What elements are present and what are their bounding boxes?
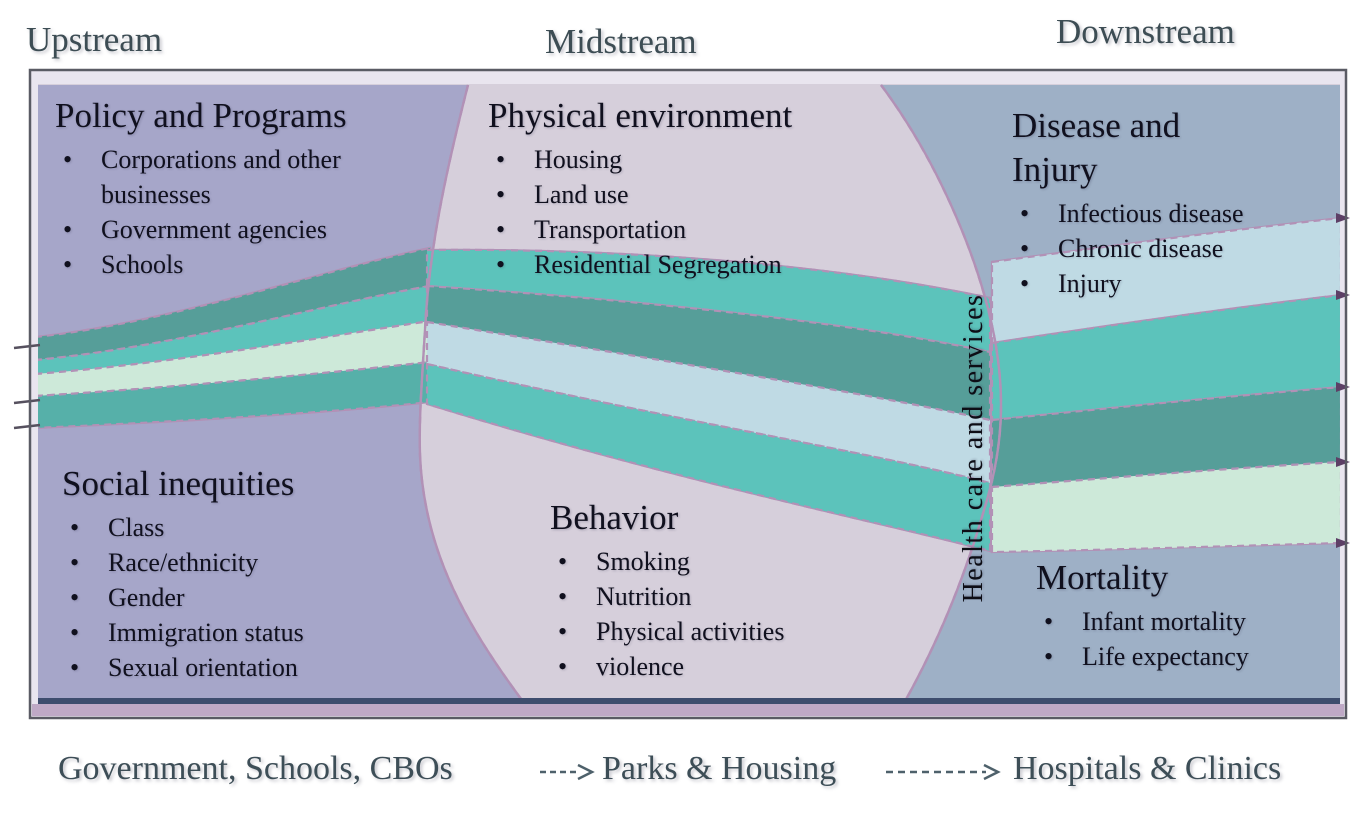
list-item: Chronic disease — [1012, 231, 1322, 266]
panel-list: Infant mortality Life expectancy — [1036, 604, 1346, 674]
frame-border — [28, 68, 1348, 720]
panel-policy-and-programs: Policy and Programs Corporations and oth… — [55, 94, 437, 282]
flow-arrowhead — [1336, 457, 1350, 467]
list-item: Smoking — [550, 544, 932, 579]
panel-social-inequities: Social inequities Class Race/ethnicity G… — [62, 462, 444, 685]
list-item: Nutrition — [550, 579, 932, 614]
list-item: Infant mortality — [1036, 604, 1346, 639]
list-item: Land use — [488, 177, 888, 212]
panel-physical-environment: Physical environment Housing Land use Tr… — [488, 94, 888, 282]
list-item: Government agencies — [55, 212, 437, 247]
list-item: Injury — [1012, 266, 1322, 301]
panel-disease-and-injury: Disease and Injury Infectious disease Ch… — [1012, 104, 1322, 301]
panel-title: Social inequities — [62, 464, 295, 503]
health-care-services-label: Health care and services — [958, 293, 989, 603]
list-item: Gender — [62, 580, 444, 615]
flow-arrowhead — [1336, 538, 1350, 548]
frame-navy-strip — [38, 698, 1340, 704]
column-label-upstream: Upstream — [26, 20, 163, 59]
flow-arrowhead — [1336, 213, 1350, 223]
panel-list: Housing Land use Transportation Resident… — [488, 142, 888, 282]
footer-label-government-schools-cbos: Government, Schools, CBOs — [58, 750, 453, 787]
list-item: Race/ethnicity — [62, 545, 444, 580]
panel-title: Mortality — [1036, 558, 1169, 597]
panel-list: Corporations and other businesses Govern… — [55, 142, 437, 282]
column-label-midstream: Midstream — [545, 22, 697, 61]
list-item: Housing — [488, 142, 888, 177]
list-item: Class — [62, 510, 444, 545]
list-item: Corporations and other businesses — [55, 142, 437, 212]
panel-list: Infectious disease Chronic disease Injur… — [1012, 196, 1322, 301]
flow-arrowhead — [1336, 382, 1350, 392]
column-label-downstream: Downstream — [1056, 12, 1235, 51]
list-item: violence — [550, 649, 932, 684]
footer-label-parks-housing: Parks & Housing — [602, 750, 837, 787]
list-item: Physical activities — [550, 614, 932, 649]
panel-mortality: Mortality Infant mortality Life expectan… — [1036, 556, 1346, 674]
panel-title: Behavior — [550, 498, 679, 537]
list-item: Immigration status — [62, 615, 444, 650]
flow-stub-line — [13, 343, 41, 350]
list-item: Schools — [55, 247, 437, 282]
list-item: Life expectancy — [1036, 639, 1346, 674]
flow-arrowhead — [1336, 290, 1350, 300]
list-item: Sexual orientation — [62, 650, 444, 685]
panel-list: Smoking Nutrition Physical activities vi… — [550, 544, 932, 684]
dashed-arrow-icon — [886, 763, 1001, 781]
flow-stub-line — [13, 398, 41, 405]
panel-title: Disease and Injury — [1012, 106, 1181, 189]
frame-mauve-strip — [32, 704, 1344, 716]
panel-title: Policy and Programs — [55, 96, 347, 135]
panel-title: Physical environment — [488, 96, 793, 135]
panel-behavior: Behavior Smoking Nutrition Physical acti… — [550, 496, 932, 684]
list-item: Infectious disease — [1012, 196, 1322, 231]
flow-stub-line — [13, 423, 41, 430]
dashed-arrow-icon — [540, 763, 595, 781]
panel-list: Class Race/ethnicity Gender Immigration … — [62, 510, 444, 685]
list-item: Transportation — [488, 212, 888, 247]
list-item: Residential Segregation — [488, 247, 888, 282]
footer-label-hospitals-clinics: Hospitals & Clinics — [1013, 750, 1282, 787]
